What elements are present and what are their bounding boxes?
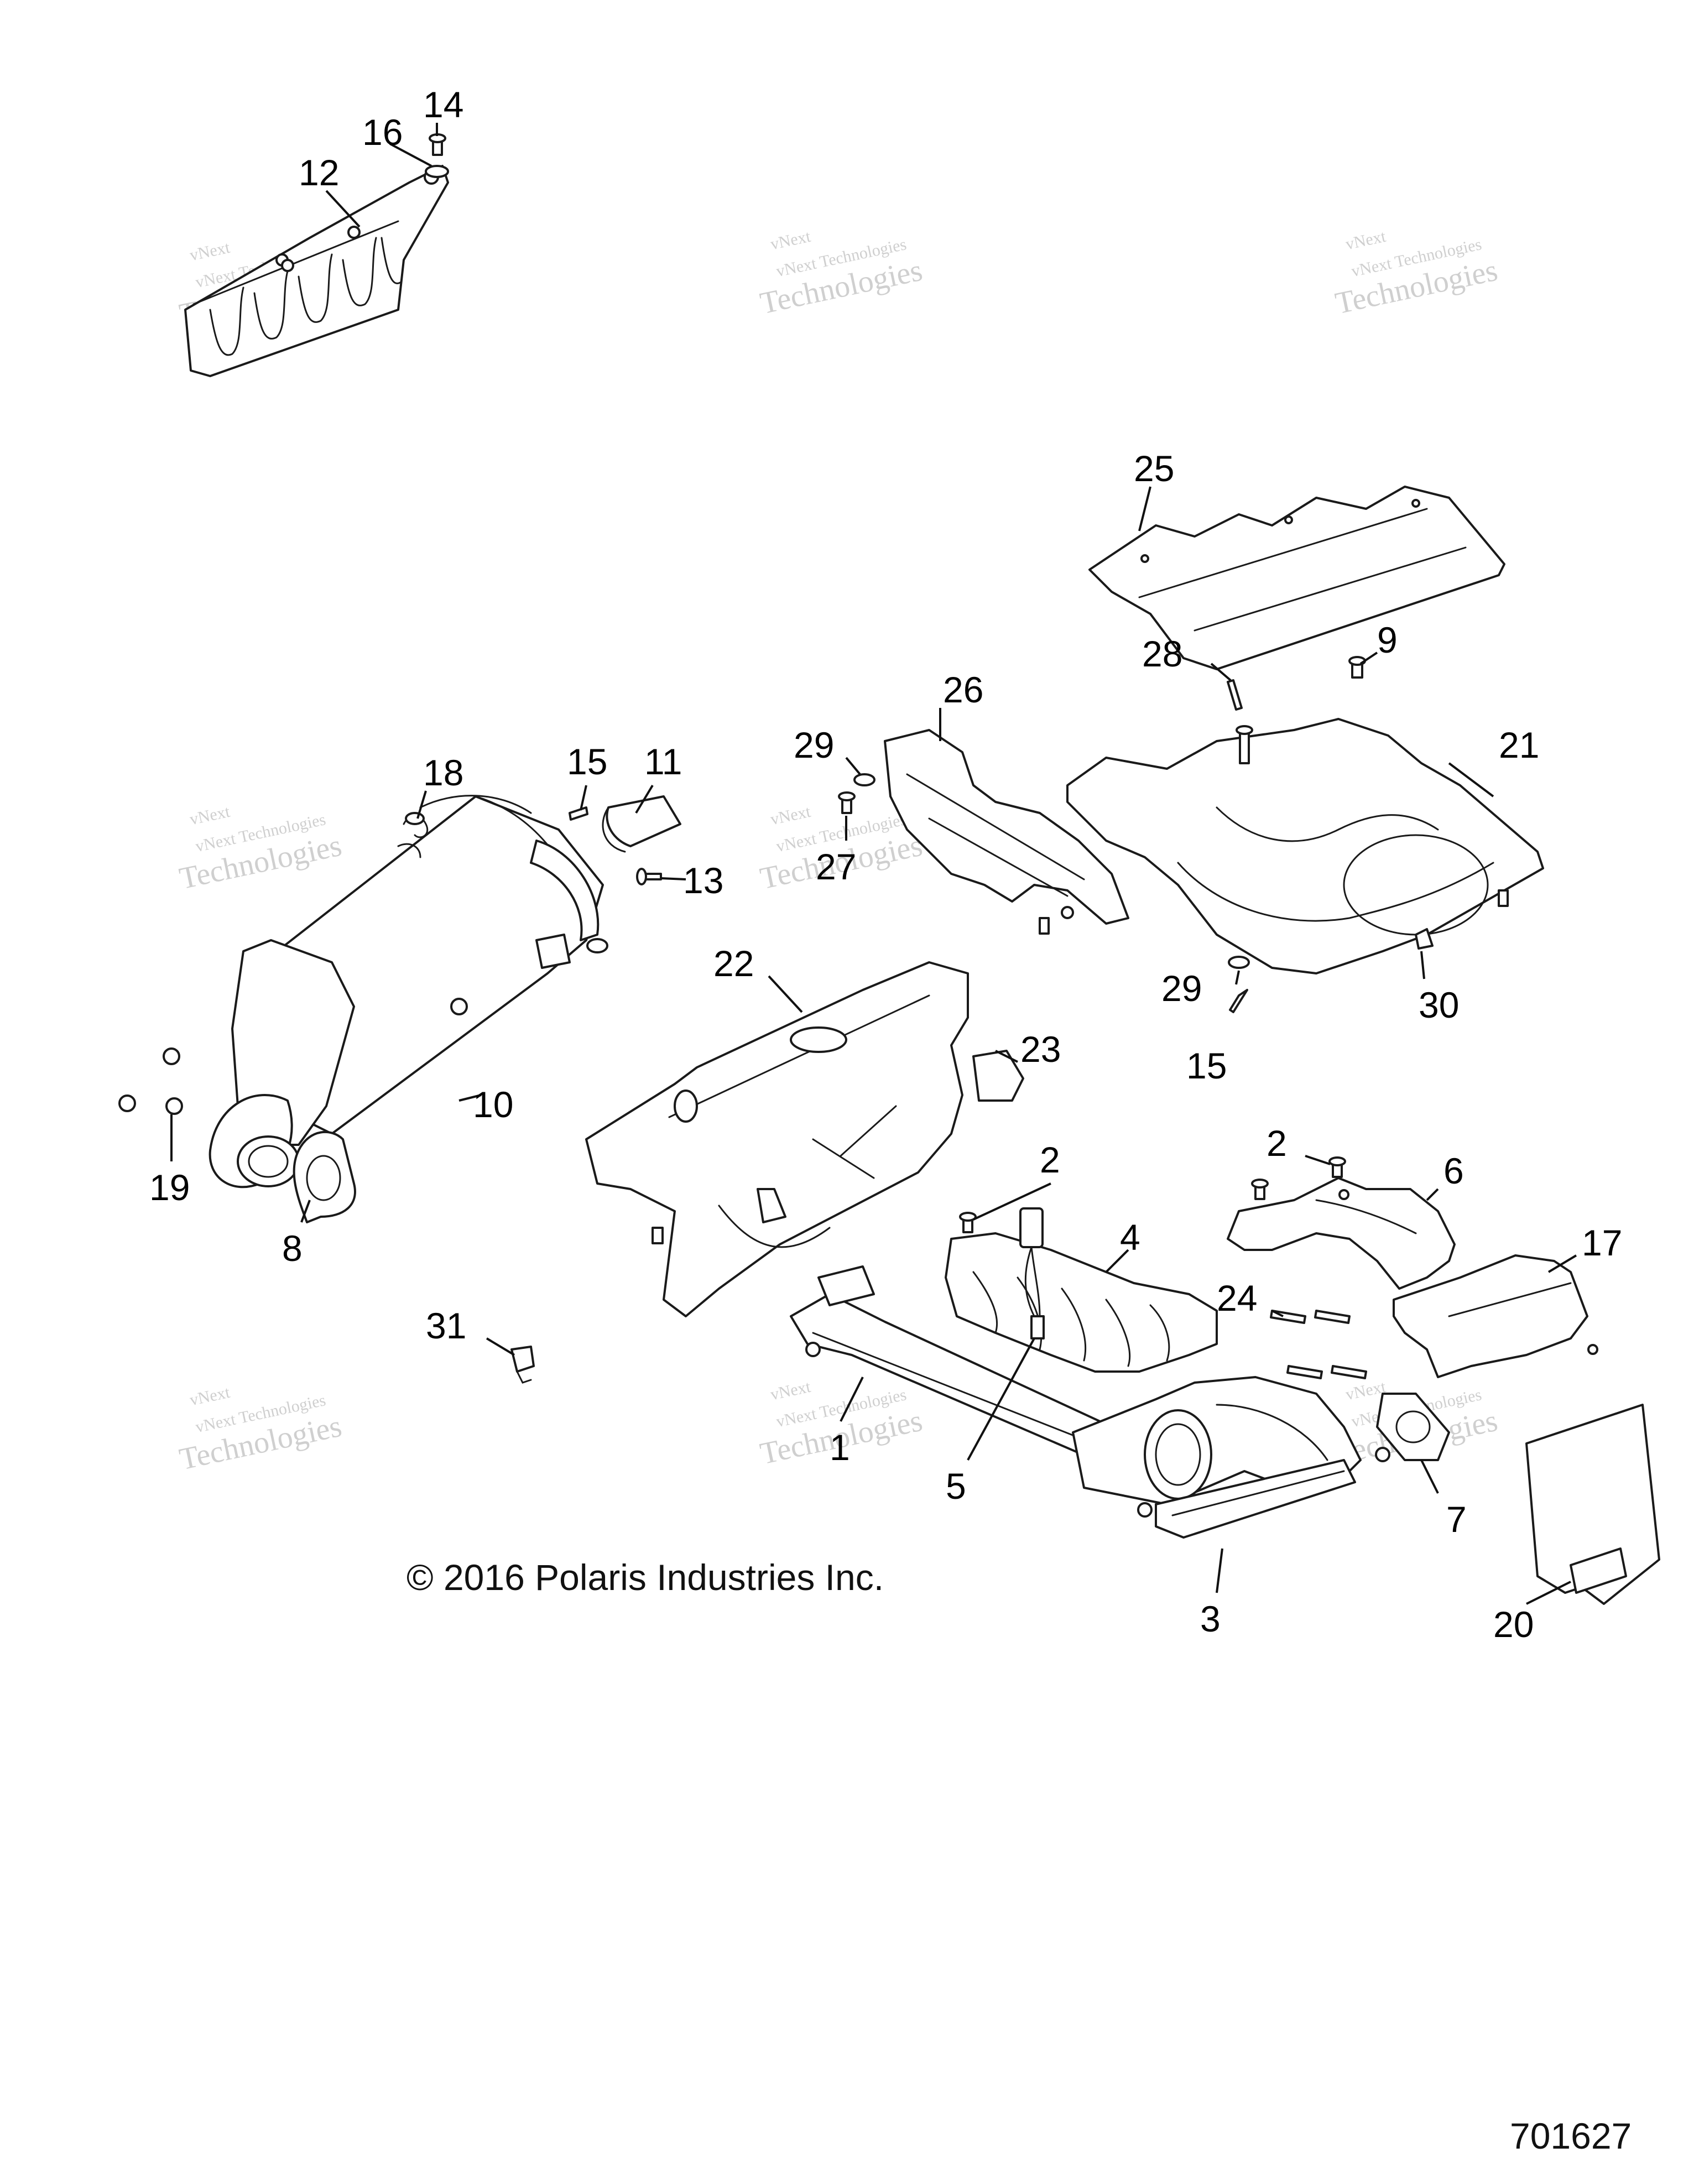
watermark: vNext vNext Technologies Technologies (176, 802, 345, 896)
part-19-nut (163, 1047, 180, 1065)
callout-10: 10 (473, 1084, 513, 1125)
callout-28: 28 (1142, 633, 1182, 674)
callout-labels: 14 16 12 25 28 9 21 26 29 27 29 15 30 18… (149, 84, 1622, 1645)
part-16-washer (425, 165, 449, 178)
part-28-pin (1227, 679, 1243, 711)
callout-2b: 2 (1267, 1123, 1287, 1164)
part-19-nut (118, 1094, 136, 1112)
part-2-bolt (959, 1212, 977, 1233)
part-22-heat-shield (585, 961, 969, 1317)
callout-25: 25 (1134, 448, 1174, 489)
callout-15a: 15 (567, 741, 607, 782)
callout-7: 7 (1446, 1499, 1467, 1540)
part-3-catalyst-assembly (1072, 1376, 1390, 1539)
leader-lines (170, 123, 1577, 1605)
watermark: vNext vNext Technologies Technologies (1332, 227, 1500, 321)
part-7-gasket (1376, 1393, 1450, 1461)
callout-31: 31 (426, 1305, 466, 1346)
callout-21: 21 (1499, 724, 1539, 765)
callout-18: 18 (423, 752, 463, 793)
part-25-heat-shield (1088, 486, 1505, 670)
watermark-small: vNext (188, 238, 232, 265)
part-24-bolt (1331, 1365, 1367, 1379)
part-18-spring (586, 938, 608, 953)
callout-1: 1 (830, 1427, 850, 1468)
callout-30: 30 (1419, 984, 1459, 1025)
callout-19: 19 (149, 1167, 190, 1208)
part-4-heat-shield (945, 1232, 1218, 1373)
part-6-heat-shield (1227, 1177, 1456, 1290)
callout-20: 20 (1493, 1604, 1534, 1645)
part-31-clip (510, 1346, 535, 1384)
part-11-clamp (602, 795, 681, 853)
watermark: vNext vNext Technologies Technologies (176, 1383, 345, 1477)
callout-11: 11 (644, 741, 682, 782)
callout-14: 14 (423, 84, 463, 125)
watermark-small: vNext (769, 1378, 812, 1404)
watermark-small: vNext (188, 1383, 232, 1410)
callout-27: 27 (816, 846, 856, 887)
diagram-id: 701627 (1510, 2115, 1632, 2156)
callout-16: 16 (362, 112, 403, 153)
callout-24: 24 (1217, 1278, 1257, 1318)
copyright-text: © 2016 Polaris Industries Inc. (406, 1557, 884, 1598)
part-24-bolt (1314, 1310, 1351, 1324)
watermark: vNext vNext Technologies Technologies (757, 227, 925, 321)
part-2-bolt (1251, 1179, 1269, 1200)
part-17-heat-shield (1393, 1254, 1598, 1378)
part-19-nut (165, 1097, 183, 1115)
part-5-o2-sensor (1019, 1207, 1045, 1339)
part-15-pin (1229, 989, 1248, 1013)
part-30-clip (1415, 928, 1434, 950)
callout-15b: 15 (1186, 1045, 1227, 1086)
callout-22: 22 (713, 943, 754, 984)
callout-13: 13 (683, 860, 723, 901)
callout-12: 12 (299, 152, 339, 193)
part-29-washer (1228, 956, 1250, 969)
part-27-bolt (838, 791, 856, 814)
part-9-bolt (1348, 656, 1366, 679)
watermark-small: vNext (769, 802, 812, 829)
watermark-small: vNext (188, 802, 232, 829)
part-21-heat-shield (1066, 718, 1544, 974)
part-2-bolt (1328, 1156, 1346, 1178)
callout-2a: 2 (1040, 1139, 1060, 1180)
callout-29a: 29 (794, 724, 834, 765)
watermark-small: vNext (1344, 227, 1388, 254)
fastener (652, 1227, 664, 1244)
callout-8: 8 (282, 1228, 303, 1269)
part-13-bolt (636, 868, 662, 885)
callout-4: 4 (1120, 1217, 1140, 1258)
part-8-gasket (293, 1131, 356, 1223)
callout-17: 17 (1582, 1222, 1622, 1263)
callout-9: 9 (1377, 619, 1398, 660)
fastener (1498, 889, 1509, 907)
part-29-washer (853, 773, 875, 786)
callout-23: 23 (1020, 1029, 1061, 1070)
part-14-bolt (429, 133, 446, 156)
callout-6: 6 (1443, 1150, 1464, 1191)
part-23-mount (972, 1050, 1024, 1102)
part-12-heat-shield (184, 165, 449, 377)
part-24-bolt (1286, 1365, 1323, 1379)
watermark-small: vNext (769, 227, 812, 254)
callout-26: 26 (943, 669, 983, 710)
part-20-skid-plate (1525, 1404, 1660, 1605)
fastener (1039, 917, 1050, 935)
callout-5: 5 (946, 1466, 966, 1507)
callout-29b: 29 (1161, 968, 1202, 1009)
part-10-muffler (209, 795, 604, 1189)
callout-3: 3 (1200, 1598, 1221, 1639)
part-15-pin (569, 806, 588, 821)
part-26-heat-shield (884, 729, 1129, 925)
